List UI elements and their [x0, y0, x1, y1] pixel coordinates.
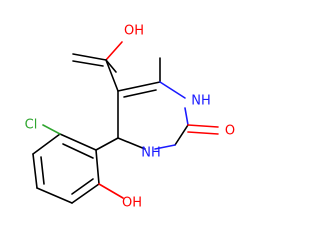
- atom-label-nh-bottom: NH: [141, 146, 161, 161]
- bond-aryl-6: [95, 149, 100, 185]
- bond-aryl-5-inner: [71, 178, 94, 195]
- bond-aryl-5: [71, 183, 100, 204]
- bond-c4-aryl: [95, 137, 119, 151]
- bond-c2-n3: [154, 144, 176, 150]
- atom-label-nh-right: NH: [191, 94, 211, 109]
- bond-aryl-3: [32, 153, 38, 189]
- bond-aryl-cl: [42, 124, 61, 135]
- bond-aryl-4: [36, 187, 73, 204]
- bond-c2-o-outer: [187, 124, 219, 128]
- atom-label-hydroxyl-top: OH: [124, 24, 144, 39]
- bond-layer: [32, 41, 219, 204]
- molecule-diagram: OH NH O NH Cl OH: [25, 24, 235, 211]
- bond-c-oh-top: [105, 41, 123, 61]
- bond-c-oh-top-carbon: [105, 59, 117, 73]
- bond-vinyl-double-1: [72, 53, 107, 61]
- bond-aryl-3-inner: [40, 156, 45, 185]
- bond-c6-n1: [159, 81, 186, 99]
- bond-ring-c5-c6-inner: [123, 89, 157, 98]
- bond-c2-o-inner: [187, 131, 219, 135]
- bond-n1-c2: [184, 107, 189, 126]
- atom-label-carbonyl-o: O: [225, 124, 235, 139]
- bond-c2-c2-right: [174, 124, 189, 146]
- atom-label-layer: OH NH O NH Cl OH: [25, 24, 235, 211]
- atom-label-phenol-oh: OH: [122, 196, 142, 211]
- bond-vinyl-double-2: [72, 60, 104, 67]
- bond-ring-c5-c6-outer: [117, 81, 161, 92]
- bond-n3-c4: [117, 137, 146, 150]
- bond-vinyl-to-ring: [105, 59, 119, 92]
- bond-aryl-1: [59, 133, 97, 151]
- atom-label-chloro: Cl: [25, 118, 38, 133]
- bond-aryl-1-inner: [62, 143, 94, 159]
- bond-aryl-oh: [98, 183, 124, 199]
- bond-aryl-2: [32, 133, 61, 155]
